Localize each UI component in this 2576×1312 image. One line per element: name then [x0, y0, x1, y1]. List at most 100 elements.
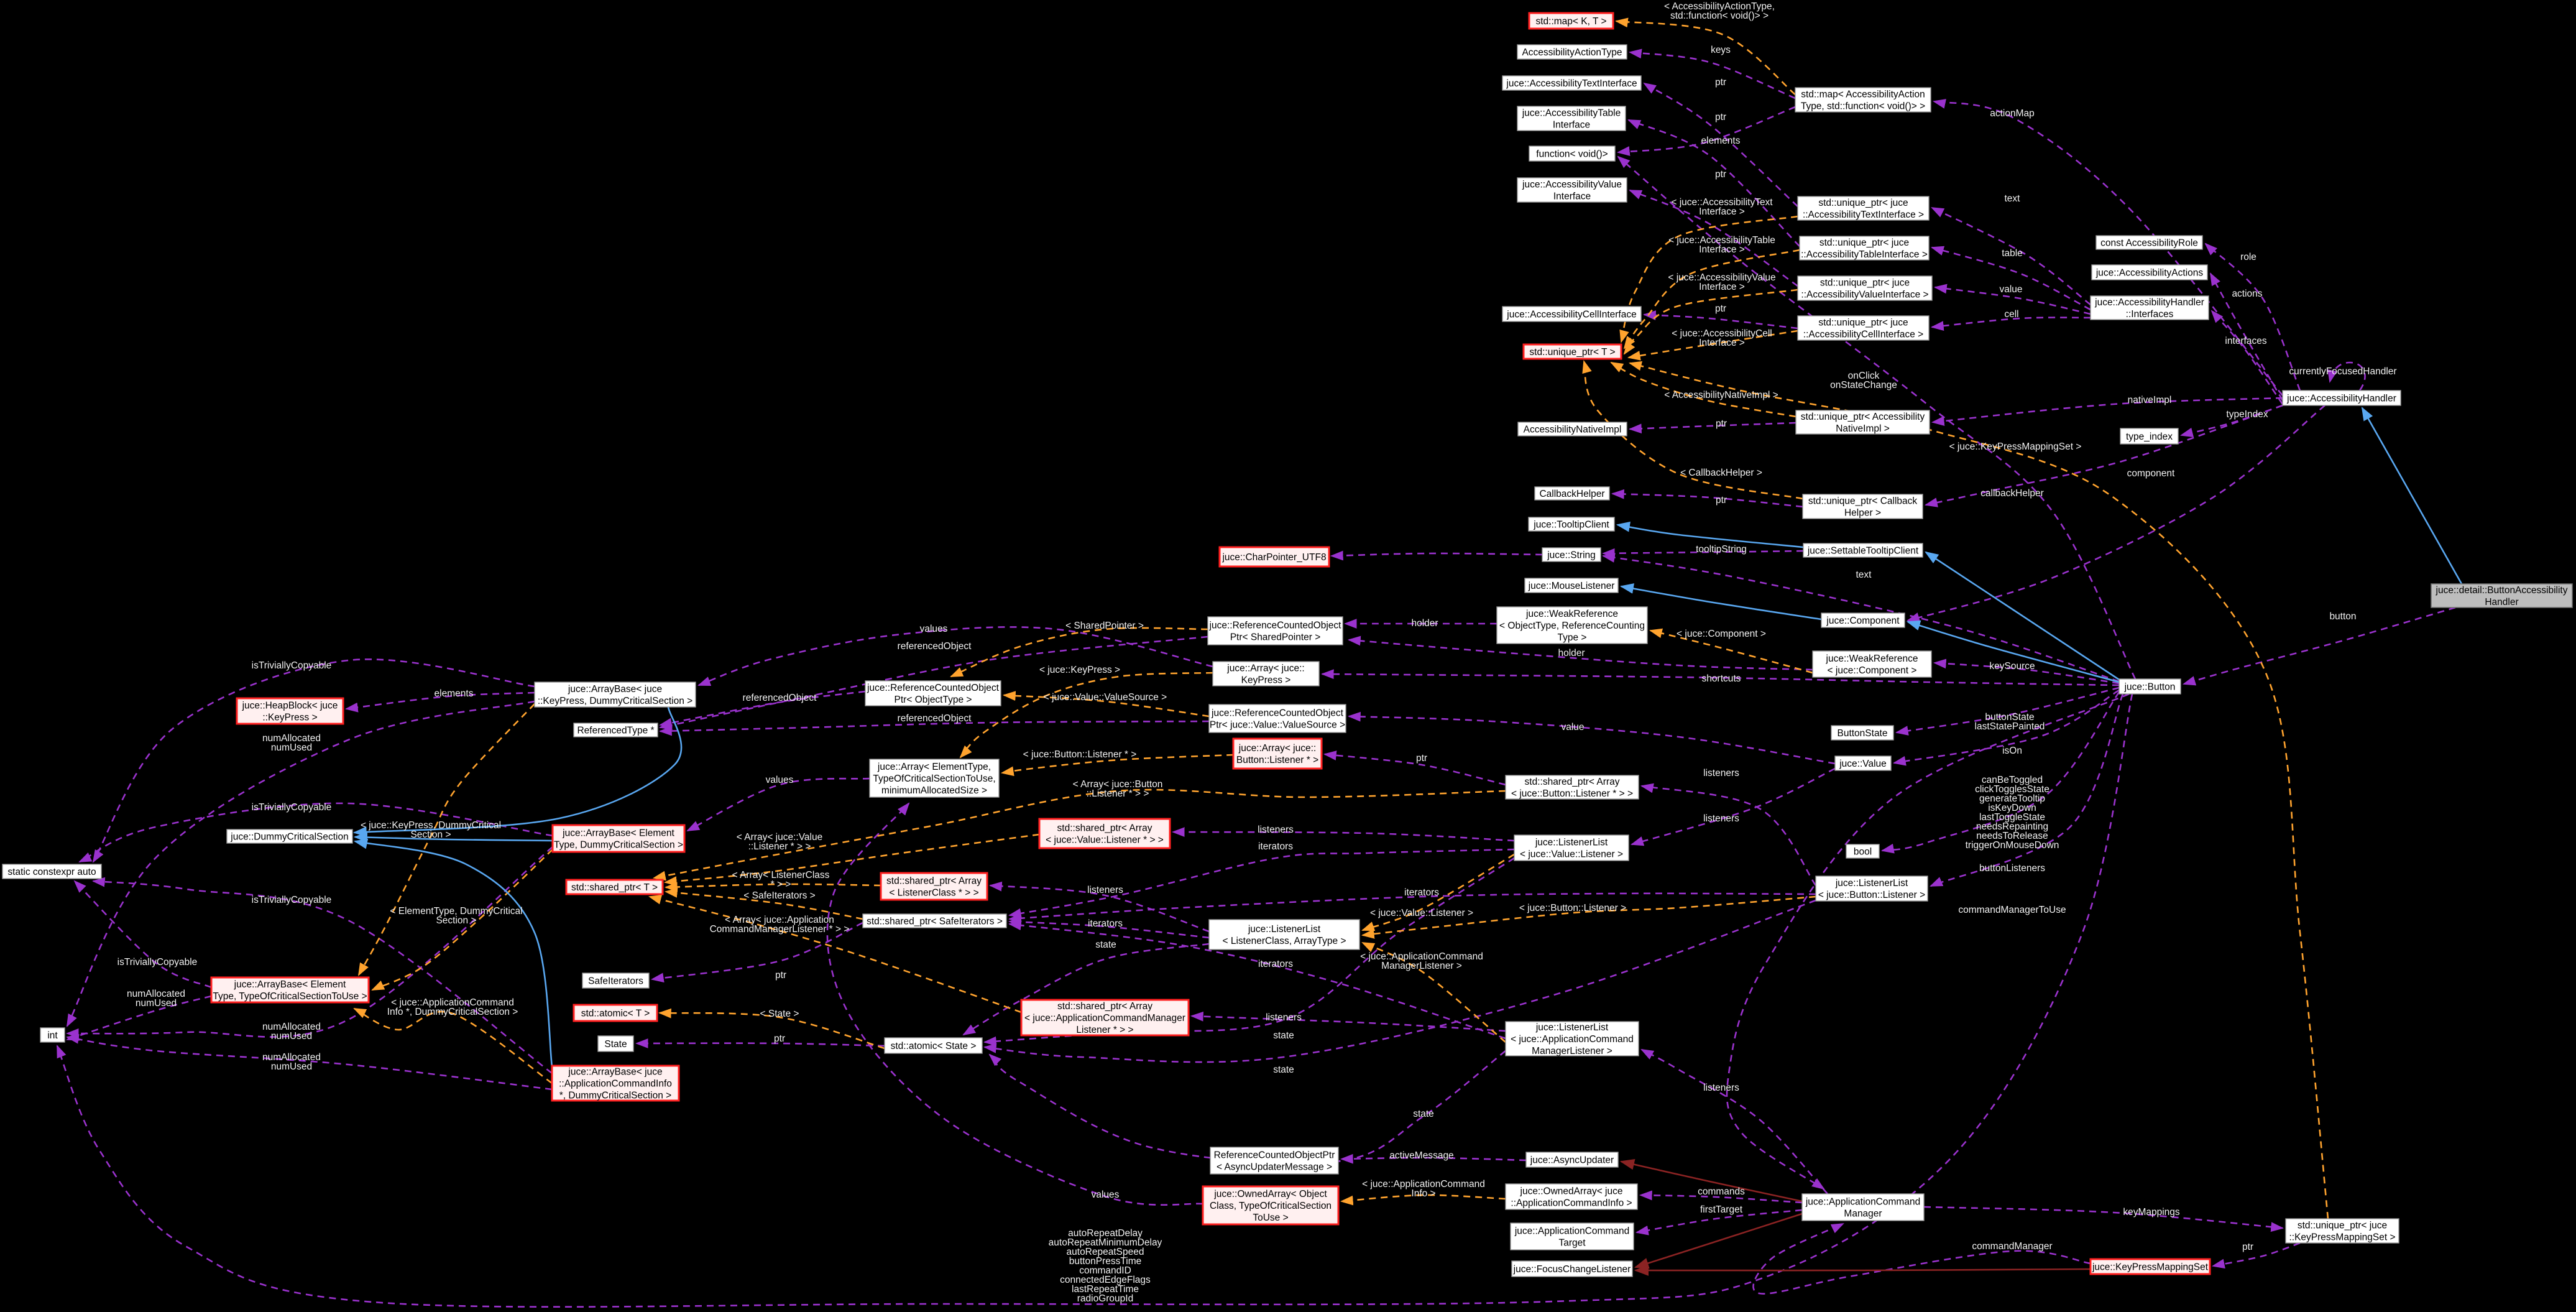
svg-text:keySource: keySource: [1989, 661, 2035, 672]
svg-text:isTriviallyCopyable: isTriviallyCopyable: [252, 660, 332, 671]
svg-text:ptr: ptr: [1715, 77, 1726, 88]
svg-text:< Array< juce::Button::Listene: < Array< juce::Button::Listener * > >: [1073, 779, 1163, 799]
svg-text:juce::ApplicationCommandManage: juce::ApplicationCommandManager: [1805, 1197, 1920, 1219]
svg-text:referencedObject: referencedObject: [743, 693, 817, 703]
svg-text:nativeImpl: nativeImpl: [2128, 395, 2172, 405]
svg-text:std::shared_ptr< Array< juce::: std::shared_ptr< Array< juce::Applicatio…: [1024, 1001, 1185, 1035]
svg-text:function< void()>: function< void()>: [1536, 149, 1608, 160]
svg-text:cell: cell: [2004, 309, 2018, 320]
svg-text:std::unique_ptr< juce::Accessi: std::unique_ptr< juce::AccessibilityCell…: [1803, 318, 1923, 340]
svg-text:juce::Array< juce::KeyPress >: juce::Array< juce::KeyPress >: [1226, 663, 1304, 686]
svg-text:juce::ArrayBase< ElementType,: juce::ArrayBase< ElementType, DummyCriti…: [554, 828, 683, 851]
svg-text:juce::ArrayBase< ElementType,: juce::ArrayBase< ElementType, TypeOfCrit…: [213, 979, 367, 1002]
svg-text:juce::SettableTooltipClient: juce::SettableTooltipClient: [1807, 546, 1919, 557]
svg-text:std::unique_ptr< CallbackHelpe: std::unique_ptr< CallbackHelper >: [1808, 496, 1918, 519]
svg-text:juce::AccessibilityCellInterfa: juce::AccessibilityCellInterface: [1506, 310, 1636, 320]
svg-text:firstTarget: firstTarget: [1700, 1204, 1743, 1215]
svg-text:std::unique_ptr< T >: std::unique_ptr< T >: [1529, 347, 1615, 358]
svg-text:actionMap: actionMap: [1990, 108, 2035, 119]
svg-text:juce::ListenerList< juce::Appl: juce::ListenerList< juce::ApplicationCom…: [1511, 1022, 1634, 1056]
svg-text:commandManager: commandManager: [1972, 1241, 2052, 1252]
svg-text:SafeIterators: SafeIterators: [588, 976, 643, 987]
svg-text:typeIndex: typeIndex: [2226, 409, 2268, 420]
svg-text:juce::DummyCriticalSection: juce::DummyCriticalSection: [230, 832, 349, 843]
svg-text:< Array< juce::Value::Listener: < Array< juce::Value::Listener * > >: [737, 832, 822, 852]
svg-text:commandManagerToUse: commandManagerToUse: [1958, 905, 2066, 915]
svg-text:ptr: ptr: [1715, 303, 1726, 314]
svg-text:interfaces: interfaces: [2225, 336, 2266, 346]
svg-text:listeners: listeners: [1703, 768, 1739, 778]
svg-text:< juce::ApplicationCommandMana: < juce::ApplicationCommandManagerListene…: [1360, 951, 1483, 971]
svg-text:juce::CharPointer_UTF8: juce::CharPointer_UTF8: [1221, 552, 1326, 563]
svg-text:State: State: [604, 1039, 627, 1050]
svg-text:std::unique_ptr< juce::KeyPres: std::unique_ptr< juce::KeyPressMappingSe…: [2289, 1221, 2395, 1243]
svg-text:std::shared_ptr< Array< juce::: std::shared_ptr< Array< juce::Button::Li…: [1511, 777, 1633, 799]
svg-text:AccessibilityActionType: AccessibilityActionType: [1522, 47, 1622, 58]
svg-text:iterators: iterators: [1258, 959, 1293, 969]
svg-text:ptr: ptr: [1416, 753, 1427, 764]
svg-text:referencedObject: referencedObject: [898, 641, 972, 652]
svg-text:iterators: iterators: [1088, 918, 1123, 929]
svg-text:button: button: [2329, 611, 2356, 622]
svg-text:activeMessage: activeMessage: [1389, 1150, 1453, 1161]
svg-text:juce::ArrayBase< juce::Applica: juce::ArrayBase< juce::ApplicationComman…: [559, 1067, 672, 1101]
svg-text:shortcuts: shortcuts: [1702, 673, 1741, 684]
svg-text:< juce::Value::Listener >: < juce::Value::Listener >: [1370, 908, 1473, 918]
svg-text:juce::AccessibilityHandler: juce::AccessibilityHandler: [2286, 394, 2396, 404]
svg-text:std::shared_ptr< Array< juce::: std::shared_ptr< Array< juce::Value::Lis…: [1046, 823, 1164, 846]
svg-text:< SafeIterators >: < SafeIterators >: [743, 890, 815, 901]
svg-text:< SharedPointer >: < SharedPointer >: [1065, 621, 1144, 631]
svg-text:ptr: ptr: [1715, 112, 1726, 122]
svg-text:juce::AccessibilityHandler::In: juce::AccessibilityHandler::Interfaces: [2094, 297, 2204, 320]
svg-text:const AccessibilityRole: const AccessibilityRole: [2100, 238, 2198, 249]
svg-text:ptr: ptr: [775, 970, 786, 981]
svg-text:isTriviallyCopyable: isTriviallyCopyable: [117, 957, 198, 968]
svg-text:juce::ListenerList< ListenerCl: juce::ListenerList< ListenerClass, Array…: [1222, 924, 1346, 946]
svg-text:juce::HeapBlock< juce::KeyPres: juce::HeapBlock< juce::KeyPress >: [242, 701, 338, 723]
svg-text:juce::MouseListener: juce::MouseListener: [1528, 581, 1615, 591]
svg-text:listeners: listeners: [1703, 813, 1739, 824]
svg-text:juce::FocusChangeListener: juce::FocusChangeListener: [1513, 1264, 1631, 1275]
svg-text:juce::Array< ElementType,TypeO: juce::Array< ElementType,TypeOfCriticalS…: [873, 762, 995, 796]
svg-text:iterators: iterators: [1404, 887, 1439, 898]
svg-text:elements: elements: [435, 688, 474, 699]
svg-text:< juce::AccessibilityTextInter: < juce::AccessibilityTextInterface >: [1671, 197, 1773, 217]
svg-text:listeners: listeners: [1087, 885, 1123, 895]
svg-text:ptr: ptr: [1716, 495, 1727, 506]
svg-text:isTriviallyCopyable: isTriviallyCopyable: [252, 895, 332, 905]
svg-text:keys: keys: [1711, 45, 1731, 55]
svg-text:std::unique_ptr< juce::Accessi: std::unique_ptr< juce::AccessibilityValu…: [1801, 278, 1928, 300]
svg-text:ptr: ptr: [2242, 1242, 2253, 1252]
svg-text:keyMappings: keyMappings: [2123, 1207, 2180, 1217]
svg-text:< juce::AccessibilityTableInte: < juce::AccessibilityTableInterface >: [1668, 235, 1775, 255]
svg-text:state: state: [1095, 940, 1116, 950]
svg-text:juce::Component: juce::Component: [1826, 616, 1900, 626]
svg-text:ptr: ptr: [774, 1033, 785, 1044]
svg-text:< ElementType, DummyCriticalSe: < ElementType, DummyCriticalSection >: [390, 906, 522, 926]
svg-text:std::atomic< State >: std::atomic< State >: [891, 1041, 977, 1051]
svg-text:text: text: [1856, 570, 1872, 580]
svg-text:bool: bool: [1854, 847, 1872, 857]
svg-text:component: component: [2127, 468, 2175, 479]
svg-text:static constexpr auto: static constexpr auto: [7, 867, 96, 877]
svg-text:values: values: [766, 775, 794, 785]
svg-text:listeners: listeners: [1266, 1012, 1302, 1023]
svg-text:juce::Button: juce::Button: [2124, 682, 2176, 693]
svg-text:int: int: [47, 1030, 58, 1041]
svg-text:ReferencedType *: ReferencedType *: [577, 726, 654, 736]
svg-text:juce::WeakReference< juce::Com: juce::WeakReference< juce::Component >: [1826, 654, 1918, 676]
svg-text:buttonListeners: buttonListeners: [1979, 863, 2045, 874]
svg-text:< AccessibilityActionType,std:: < AccessibilityActionType,std::function<…: [1664, 1, 1775, 21]
svg-text:< juce::Button::Listener * >: < juce::Button::Listener * >: [1023, 749, 1137, 760]
svg-text:std::map< K, T >: std::map< K, T >: [1535, 16, 1606, 27]
svg-text:< juce::ApplicationCommandInfo: < juce::ApplicationCommandInfo >: [1362, 1179, 1485, 1199]
svg-text:juce::ArrayBase< juce::KeyPres: juce::ArrayBase< juce::KeyPress, DummyCr…: [538, 684, 692, 706]
svg-text:< Array< ListenerClass* > >: < Array< ListenerClass* > >: [732, 870, 830, 890]
